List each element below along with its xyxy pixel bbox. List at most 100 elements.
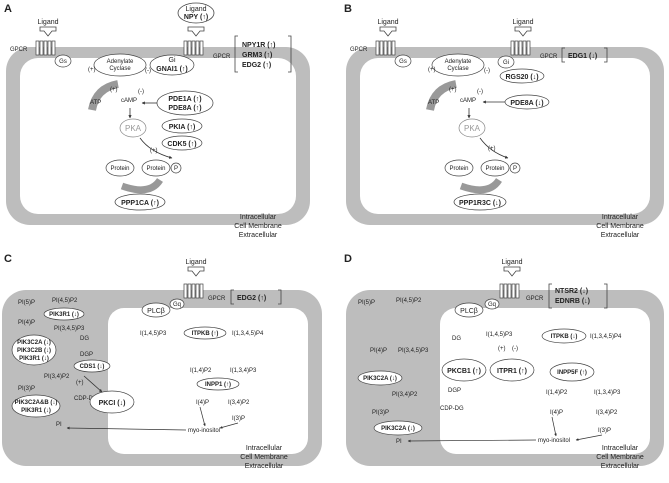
extracellular-label: Extracellular bbox=[239, 232, 278, 239]
ligand-npy-ellipse bbox=[177, 2, 215, 24]
gpcr-label: GPCR bbox=[526, 296, 544, 302]
gpcr-label: GPCR bbox=[208, 296, 226, 302]
receptor-icon bbox=[510, 40, 531, 56]
cyclase-label: Cyclase bbox=[109, 66, 131, 72]
myo-inositol-label: myo-inositol bbox=[538, 438, 570, 444]
cdpdg-label: CDP-DG bbox=[440, 406, 464, 412]
pik3c2a-top-node bbox=[357, 370, 403, 386]
minus-sign: (-) bbox=[512, 346, 518, 352]
gene-npy1r: NPY1R (↑) bbox=[242, 42, 275, 49]
pathway-arrow bbox=[575, 434, 603, 441]
pathway-arrow bbox=[407, 439, 537, 443]
ip3-label: I(1,4,5)P3 bbox=[486, 332, 513, 338]
ppp1ca-node bbox=[114, 193, 166, 211]
cell-membrane-label: Cell Membrane bbox=[234, 223, 282, 230]
cell-membrane-label: Cell Membrane bbox=[240, 454, 288, 461]
gq-label: Gq bbox=[173, 302, 181, 308]
plus-sign: (+) bbox=[150, 148, 158, 154]
dephospho-arc bbox=[459, 177, 502, 194]
intracellular-label: Intracellular bbox=[246, 445, 283, 452]
pi34p2-label: PI(3,4)P2 bbox=[44, 374, 70, 380]
gq-node bbox=[484, 298, 500, 310]
pde8a-label: PDE8A (↑) bbox=[168, 105, 201, 112]
camp-label: cAMP bbox=[121, 98, 137, 104]
protein-node bbox=[105, 159, 135, 177]
ligand-arrow-icon bbox=[187, 266, 205, 277]
receptor-icon bbox=[499, 283, 520, 299]
minus-sign: (-) bbox=[145, 68, 151, 74]
ligand-label: Ligand bbox=[377, 19, 398, 26]
ppp1r3c-label: PPP1R3C (↓) bbox=[459, 200, 501, 207]
pik3c2a-bottom-node bbox=[11, 394, 61, 418]
pi4p-label: PI(4)P bbox=[370, 348, 387, 354]
pi34p2-label: PI(3,4)P2 bbox=[392, 392, 418, 398]
pik3c2a-bottom-node bbox=[373, 420, 423, 436]
cell-membrane-label: Cell Membrane bbox=[596, 223, 644, 230]
adenylate-cyclase-node bbox=[431, 53, 485, 77]
gene-bracket bbox=[548, 283, 608, 309]
gi-node bbox=[149, 54, 195, 76]
pka-arrow bbox=[479, 137, 509, 159]
panel-letter-c: C bbox=[4, 253, 12, 265]
cyclase-label: Cyclase bbox=[447, 66, 469, 72]
pi345p3-label: PI(3,4,5)P3 bbox=[54, 326, 85, 332]
ip4-label: I(1,3,4,5)P4 bbox=[590, 334, 622, 340]
pka-node bbox=[119, 118, 147, 138]
pik3r1-label: PIK3R1 (↓) bbox=[21, 408, 51, 414]
plus-sign: (+) bbox=[428, 67, 436, 73]
gq-node bbox=[169, 298, 185, 310]
gene-ednrb: EDNRB (↓) bbox=[555, 298, 590, 305]
protein-node bbox=[141, 159, 171, 177]
adenylate-label: Adenylate bbox=[107, 59, 134, 65]
panel-letter-a: A bbox=[4, 3, 12, 15]
cds1-node bbox=[73, 359, 111, 373]
inpp1-label: INPP1 (↑) bbox=[205, 382, 231, 388]
extracellular-label: Extracellular bbox=[245, 463, 284, 470]
receptor-icon bbox=[375, 40, 396, 56]
panel-a: A Ligand GPCR Ligand NPY (↑) GPCR NPY1R … bbox=[4, 2, 310, 239]
npy-gene-label: NPY (↑) bbox=[184, 14, 208, 21]
i4p-label: I(4)P bbox=[196, 400, 209, 406]
plus-sign: (+) bbox=[498, 346, 506, 352]
intracellular-area bbox=[440, 308, 650, 454]
pi3p-label: PI(3)P bbox=[372, 410, 389, 416]
inpp1-node bbox=[196, 377, 240, 391]
pi-label: PI bbox=[56, 422, 62, 428]
plus-sign: (+) bbox=[76, 380, 84, 386]
pik3r1-node bbox=[43, 307, 85, 321]
pathway-arrow bbox=[66, 426, 187, 431]
dgp-label: DGP bbox=[80, 352, 93, 358]
gs-node bbox=[394, 54, 412, 68]
pi345p3-label: PI(3,4,5)P3 bbox=[398, 348, 429, 354]
ppp1r3c-node bbox=[453, 193, 507, 211]
dg-label: DG bbox=[452, 336, 461, 342]
plus-sign: (+) bbox=[488, 146, 496, 152]
i34p2-label: I(3,4)P2 bbox=[228, 400, 250, 406]
pi4p-label: PI(4)P bbox=[18, 320, 35, 326]
myo-inositol-label: myo-inositol bbox=[188, 428, 220, 434]
pka-label: PKA bbox=[125, 124, 142, 133]
intracellular-label: Intracellular bbox=[240, 214, 277, 221]
cdpdg-label: CDP-DG bbox=[74, 396, 98, 402]
pkcb1-node bbox=[441, 358, 487, 382]
pi5p-label: PI(5)P bbox=[358, 300, 375, 306]
itpkb-label: ITPKB (↓) bbox=[551, 334, 578, 340]
gq-label: Gq bbox=[488, 302, 496, 308]
extracellular-label: Extracellular bbox=[601, 463, 640, 470]
gpcr-left-label: GPCR bbox=[10, 47, 28, 53]
receptor-icon bbox=[183, 283, 204, 299]
itpr1-label: ITPR1 (↑) bbox=[497, 368, 527, 375]
pathway-arrow bbox=[199, 406, 206, 427]
ligand-arrow-icon bbox=[503, 266, 521, 277]
atp-arc bbox=[426, 80, 457, 111]
gpcr-right-label: GPCR bbox=[540, 54, 558, 60]
gnai1-label: GNAI1 (↑) bbox=[156, 66, 188, 73]
pka-label: PKA bbox=[464, 124, 481, 133]
ip4-label: I(1,3,4,5)P4 bbox=[232, 331, 264, 337]
pathway-arrow bbox=[551, 416, 557, 437]
pi-label: PI bbox=[396, 439, 402, 445]
panel-letter-b: B bbox=[344, 3, 352, 15]
intracellular-label: Intracellular bbox=[602, 445, 639, 452]
rgs20-label: RGS20 (↓) bbox=[505, 74, 538, 81]
pka-arrow bbox=[139, 137, 173, 159]
